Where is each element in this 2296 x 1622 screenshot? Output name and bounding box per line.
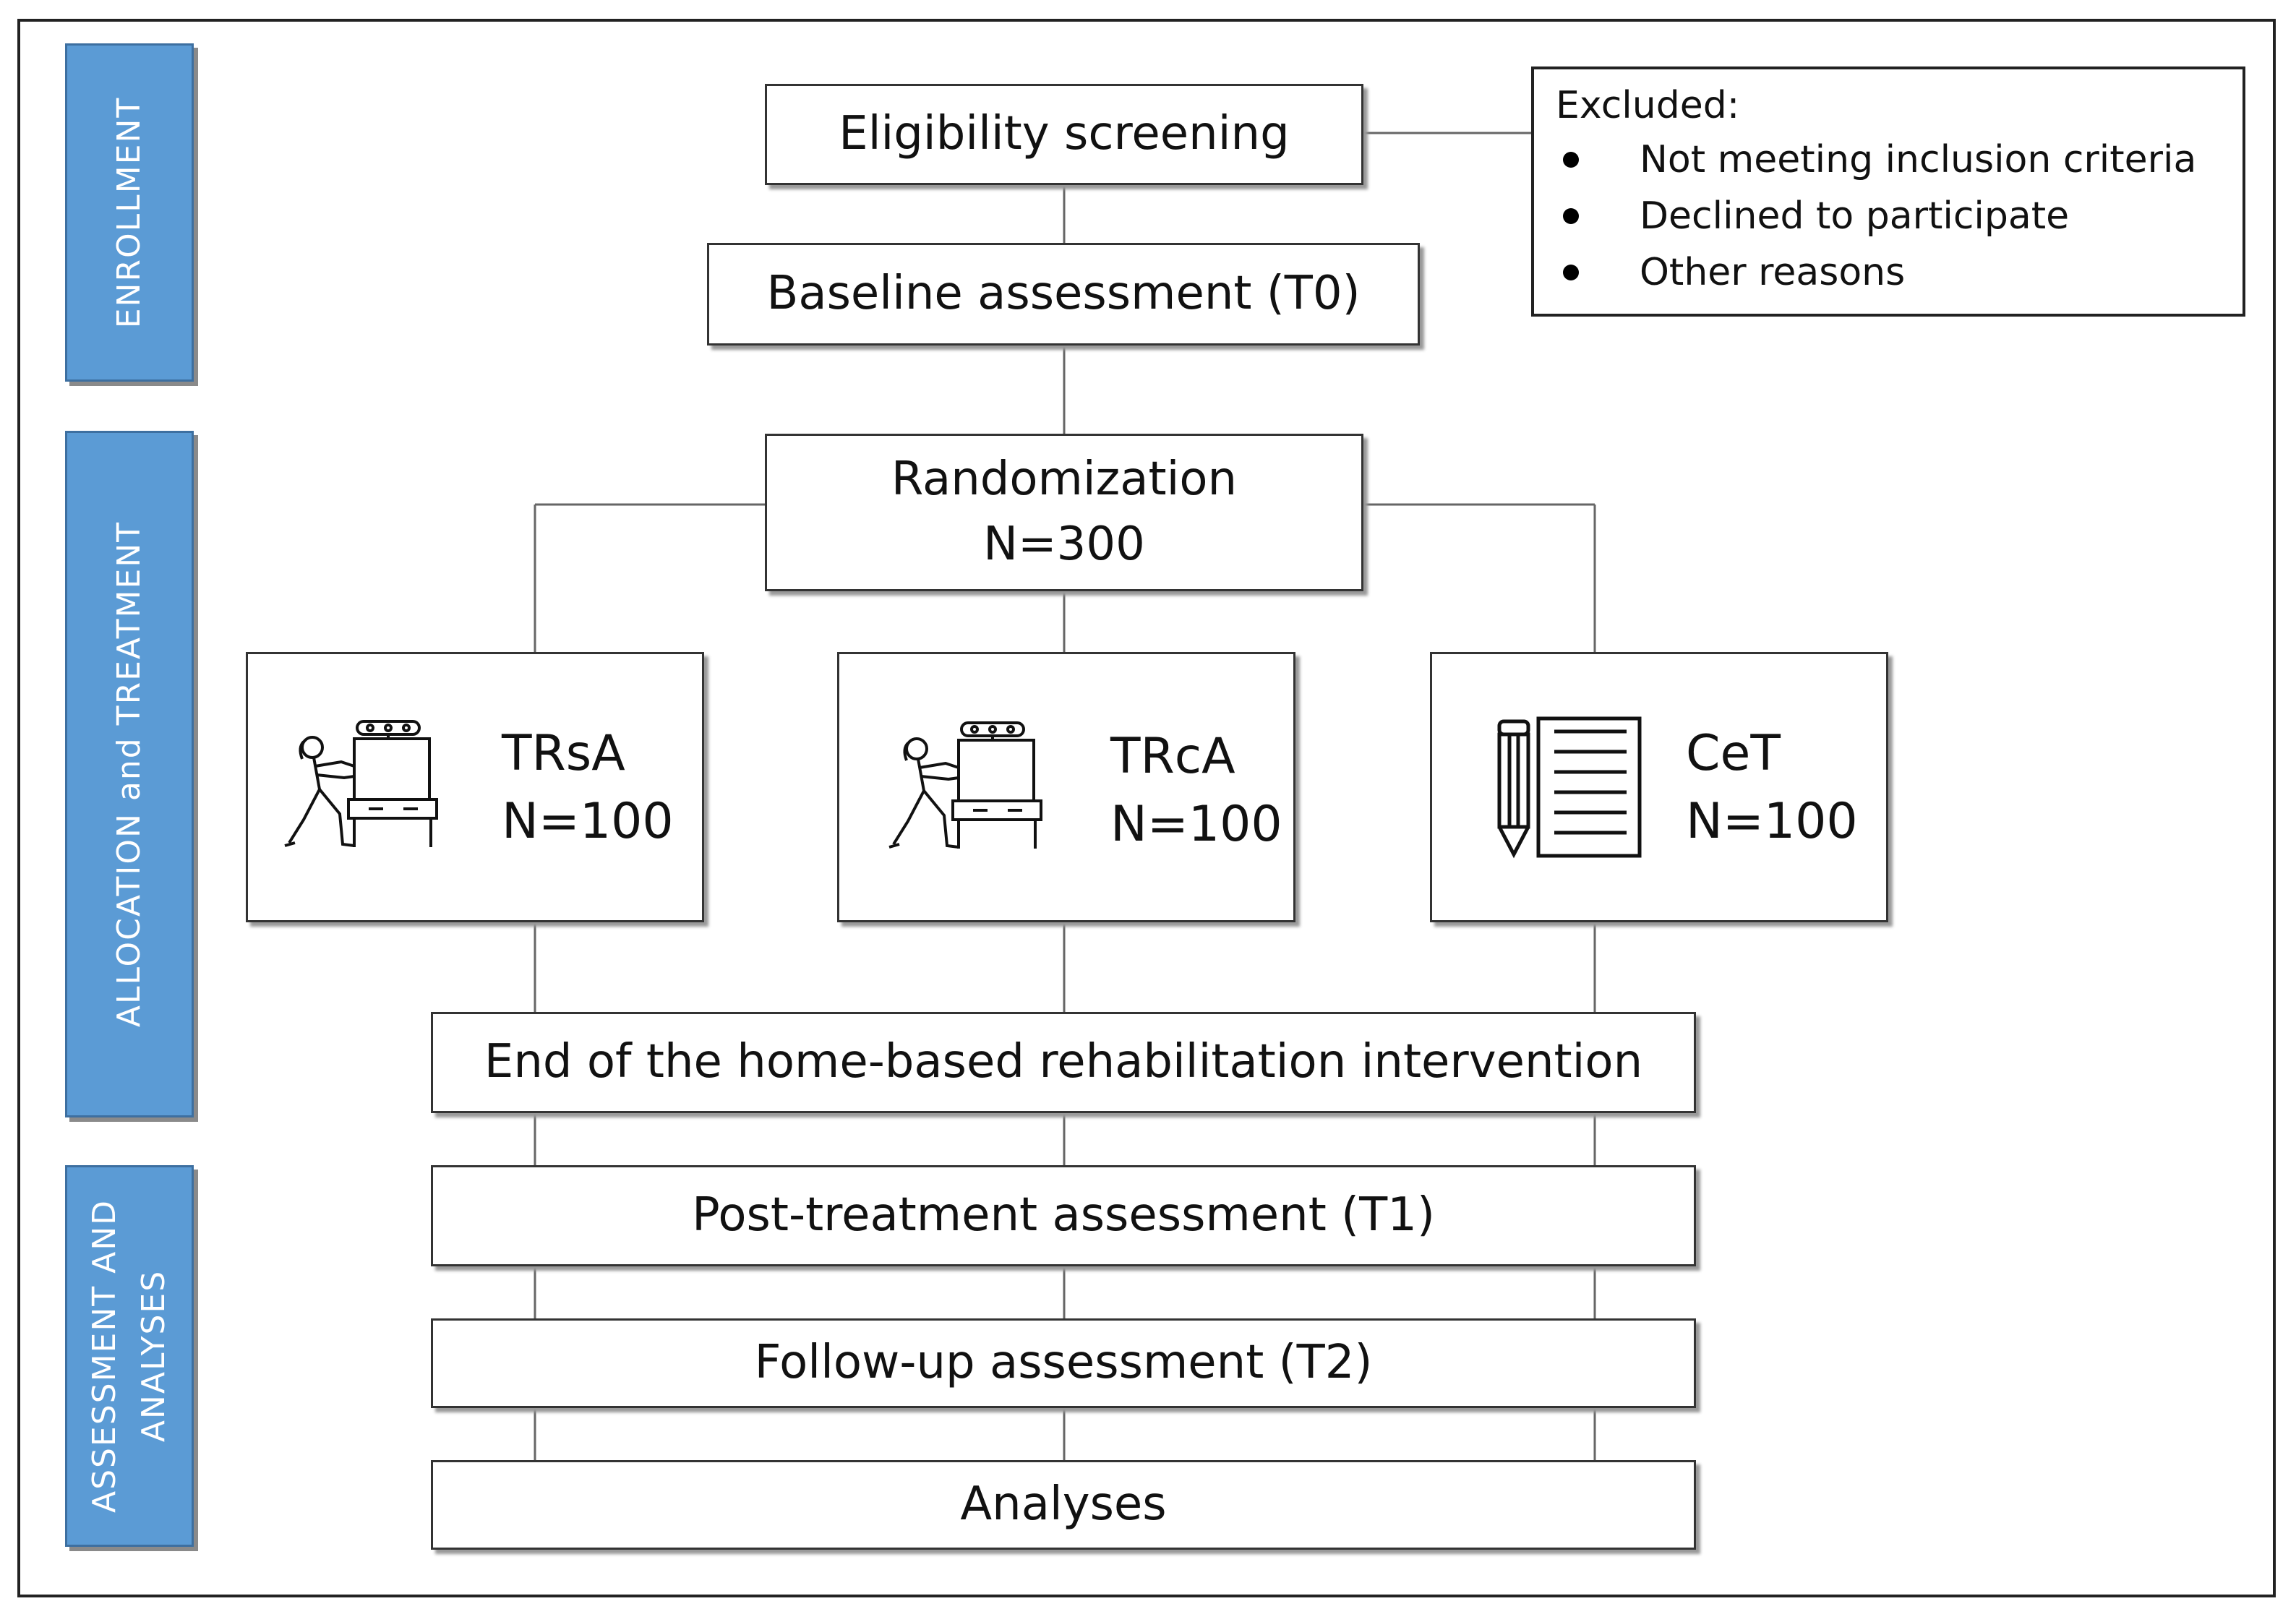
baseline-box: Baseline assessment (T0) [707,243,1420,346]
excluded-item: Not meeting inclusion criteria [1556,132,2221,188]
arm-count: N=100 [1110,796,1282,853]
phase-enrollment-label: ENROLLMENT [111,96,147,329]
person-pushing-tv-icon [284,720,438,847]
randomization-count: N=300 [983,518,1145,571]
arm-count: N=100 [502,793,674,850]
bullet-icon [1563,152,1579,168]
arm-name: CeT [1686,725,1781,782]
end-intervention-box: End of the home-based rehabilitation int… [431,1012,1696,1113]
arm-name: TRcA [1110,728,1235,785]
diagram-frame [17,19,2276,1597]
excluded-title: Excluded: [1556,84,1740,127]
arm-name: TRsA [502,725,625,782]
baseline-label: Baseline assessment (T0) [766,267,1361,321]
excluded-list: Not meeting inclusion criteria Declined … [1556,132,2221,301]
excluded-item: Declined to participate [1556,188,2221,244]
analyses-label: Analyses [960,1477,1167,1532]
arm-label-cet: CeT N=100 [1686,720,1858,856]
randomization-label: Randomization [891,452,1238,507]
analyses-box: Analyses [431,1460,1696,1550]
arm-count: N=100 [1686,793,1858,850]
phase-allocation: ALLOCATION and TREATMENT [65,431,194,1117]
phase-assessment: ASSESSMENT AND ANALYSES [65,1165,194,1547]
bullet-icon [1563,265,1579,280]
randomization-box: Randomization N=300 [765,434,1363,591]
bullet-icon [1563,208,1579,224]
end-intervention-label: End of the home-based rehabilitation int… [484,1035,1643,1089]
excluded-box: Excluded: Not meeting inclusion criteria… [1531,66,2245,317]
post-treatment-box: Post-treatment assessment (T1) [431,1165,1696,1266]
excluded-item: Other reasons [1556,244,2221,301]
phase-allocation-label: ALLOCATION and TREATMENT [111,520,147,1028]
phase-enrollment: ENROLLMENT [65,43,194,382]
excluded-item-text: Not meeting inclusion criteria [1640,138,2197,181]
follow-up-box: Follow-up assessment (T2) [431,1318,1696,1408]
pencil-document-icon [1497,716,1642,859]
phase-assessment-label: ASSESSMENT AND ANALYSES [80,1199,179,1513]
phase-assessment-line2: ANALYSES [135,1269,172,1443]
arm-label-trca: TRcA N=100 [1110,723,1282,859]
follow-up-label: Follow-up assessment (T2) [754,1336,1373,1390]
arm-box-trsa [246,652,704,922]
arm-box-cet [1430,652,1888,922]
excluded-item-text: Declined to participate [1640,194,2070,238]
excluded-item-text: Other reasons [1640,251,1906,294]
arm-box-trca [837,652,1295,922]
arm-label-trsa: TRsA N=100 [502,720,674,856]
person-pushing-tv-icon [888,721,1042,849]
eligibility-label: Eligibility screening [839,107,1290,161]
post-treatment-label: Post-treatment assessment (T1) [692,1188,1435,1243]
phase-assessment-line1: ASSESSMENT AND [86,1198,123,1514]
eligibility-box: Eligibility screening [765,84,1363,185]
